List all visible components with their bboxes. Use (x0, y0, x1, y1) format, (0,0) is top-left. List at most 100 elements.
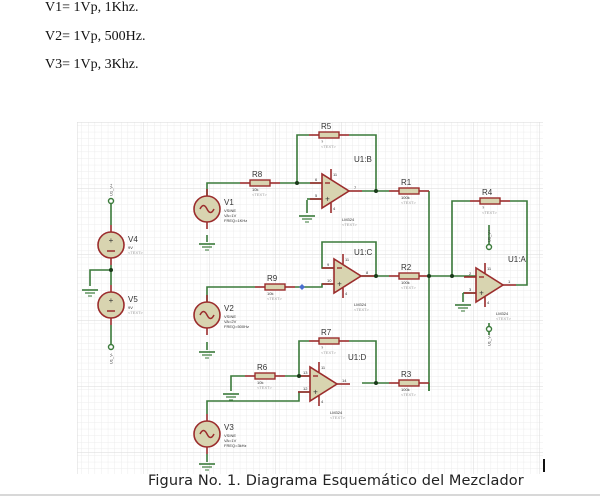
bottom-divider (0, 494, 600, 496)
junction-dot (109, 268, 113, 272)
terminal-label: U1_V+ (487, 229, 492, 242)
opamp-label: U1:C (354, 248, 372, 257)
text-placeholder: <TEXT> (342, 222, 358, 227)
terminal-label: U1_V+ (109, 183, 114, 196)
source-frequency: FREQ=3kHz (224, 443, 247, 448)
ground-icon (299, 215, 315, 223)
ground-icon (82, 289, 98, 297)
pin-number: 12 (303, 386, 308, 391)
resistor-body (318, 337, 340, 345)
source-type: VSINE (224, 208, 236, 213)
wire (349, 340, 377, 383)
terminal-icon (485, 325, 493, 333)
junction-dot (374, 274, 378, 278)
text-placeholder: <TEXT> (354, 307, 370, 312)
probe-marker (299, 284, 305, 290)
sine-wave-icon (199, 429, 215, 439)
resistor-label: R5 (321, 122, 332, 131)
text-placeholder: <TEXT> (330, 415, 346, 420)
text-placeholder: <TEXT> (401, 285, 417, 290)
resistor-body (479, 197, 501, 205)
resistor-label: R3 (401, 370, 412, 379)
source-amplitude: VA=1V (224, 438, 237, 443)
power-terminal: U1_V- (107, 343, 115, 364)
pin-number: 2 (469, 271, 472, 276)
text-placeholder: <TEXT> (267, 296, 283, 301)
opamp-label: U1:B (354, 155, 372, 164)
junction-dot (297, 374, 301, 378)
text-placeholder: <TEXT> (401, 200, 417, 205)
source-amplitude: VA=1V (224, 213, 237, 218)
pin-number: 4 (345, 291, 348, 296)
resistor-label: R8 (252, 170, 263, 179)
part-number: LM324 (354, 302, 367, 307)
wire (230, 375, 245, 391)
resistor-value: ? (321, 139, 324, 144)
wire (296, 134, 309, 183)
source-value: 9V (128, 305, 133, 310)
opamp-label: U1:A (508, 255, 526, 264)
ground-icon (223, 393, 239, 401)
sine-wave-icon (199, 310, 215, 320)
pin-number: 14 (342, 378, 347, 383)
pin-number: 4 (321, 399, 324, 404)
terminal-label: U1_V- (487, 334, 492, 346)
text-placeholder: <TEXT> (321, 144, 337, 149)
source-type: VSINE (224, 314, 236, 319)
source-body (97, 291, 125, 319)
resistor-body (264, 283, 286, 291)
pin-number: 11 (321, 365, 326, 370)
resistor-body (254, 372, 276, 380)
resistor-label: R1 (401, 178, 412, 187)
source-value: 9V (128, 245, 133, 250)
text-placeholder: <TEXT> (482, 210, 498, 215)
source-frequency: FREQ=1KHz (224, 218, 247, 223)
plus-icon: + (325, 195, 330, 204)
junction-dot (295, 181, 299, 185)
pin-number: 11 (333, 172, 338, 177)
spec-v1: V1= 1Vp, 1Khz. (45, 0, 139, 15)
text-placeholder: <TEXT> (257, 385, 273, 390)
text-placeholder: <TEXT> (321, 350, 337, 355)
pin-number: 7 (354, 185, 357, 190)
resistor-r8: R8 10k<TEXT> (240, 170, 280, 197)
pin-number: 4 (487, 300, 490, 305)
spec-v2: V2= 1Vp, 500Hz. (45, 29, 146, 44)
junction-dot (450, 274, 454, 278)
source-label: V4 (128, 235, 138, 244)
resistor-value: 10k (252, 187, 258, 192)
pin-number: 8 (366, 270, 369, 275)
part-number: LM324 (330, 410, 343, 415)
sine-wave-icon (199, 204, 215, 214)
resistor-r7: R7?<TEXT> (309, 328, 349, 355)
figure-caption: Figura No. 1. Diagrama Esquemático del M… (148, 473, 524, 489)
wire (89, 269, 111, 286)
source-label: V2 (224, 304, 234, 313)
pin-number: 6 (315, 177, 318, 182)
source-type: VSINE (224, 433, 236, 438)
resistor-value: ? (321, 345, 324, 350)
plus-icon: + (313, 388, 318, 397)
pin-number: 9 (327, 262, 330, 267)
pin-number: 1 (508, 279, 511, 284)
pin-number: 5 (315, 193, 318, 198)
resistor-label: R6 (257, 363, 268, 372)
pin-number: 11 (487, 266, 492, 271)
text-placeholder: <TEXT> (128, 250, 144, 255)
text-cursor (543, 459, 545, 472)
pin-number: 4 (333, 206, 336, 211)
source-label: V1 (224, 198, 234, 207)
text-placeholder: <TEXT> (252, 192, 268, 197)
terminal-icon (107, 197, 115, 205)
pin-number: 11 (345, 257, 350, 262)
resistor-body (398, 379, 420, 387)
spec-v3: V3= 1Vp, 3Khz. (45, 57, 139, 72)
source-amplitude: VA=2V (224, 319, 237, 324)
junction-dot (374, 189, 378, 193)
wire (451, 200, 470, 276)
resistor-body (398, 272, 420, 280)
